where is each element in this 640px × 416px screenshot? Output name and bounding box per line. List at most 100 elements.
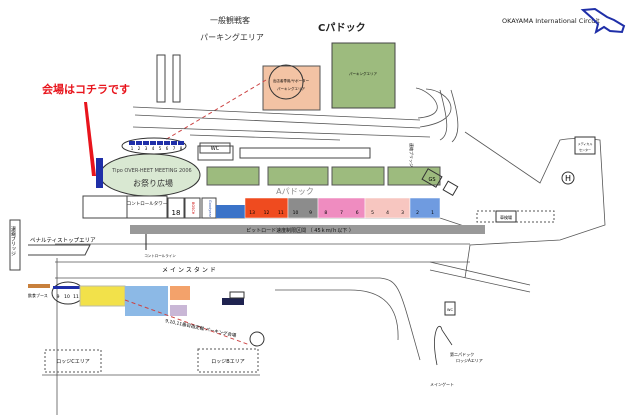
slots-bar (53, 286, 80, 289)
blue-area (125, 286, 168, 316)
parking-slot (164, 141, 170, 145)
heliport-icon (561, 171, 575, 185)
pillar (156, 54, 166, 103)
garage-number: 10 (293, 210, 299, 216)
orange-area (170, 286, 190, 300)
garage-number: 3 (401, 210, 404, 216)
dashed-route (124, 299, 251, 346)
venue-callout: 会場はコチラです (42, 82, 130, 96)
c-paddock-label: Cパドック (318, 22, 366, 34)
control-line-label: コントロールライン (144, 253, 176, 258)
garage-number: 6 (356, 210, 359, 216)
lodge-c-area[interactable] (44, 349, 102, 373)
lodge-b-area[interactable] (197, 348, 259, 373)
goodyear-label: Goodyear (208, 200, 212, 218)
parking-slot-number: 2 (138, 146, 141, 151)
escape-bridge (9, 219, 21, 271)
control-tower[interactable] (126, 195, 168, 219)
wc-label: WC (211, 146, 220, 152)
garage-block (216, 205, 245, 218)
building (442, 180, 459, 197)
garage-number: 13 (249, 210, 255, 216)
general-parking-label: 一般観戦客 (210, 15, 250, 25)
gs-label: GS (428, 177, 435, 183)
garage-number: 4 (386, 210, 389, 216)
bosch-label: BOSCH (191, 202, 195, 215)
parking-slot-number: 11 (73, 294, 79, 300)
parking-slot (178, 141, 184, 145)
event-plaza[interactable]: Tipo OVER-HEET MEETING 2006 お祭り広場 (99, 153, 201, 197)
parking-slot (157, 141, 163, 145)
event-title: Tipo OVER-HEET MEETING 2006 (111, 168, 191, 174)
orange-lot-label: 出店者専用/サポーター (273, 78, 310, 83)
parking-slot-number: 7 (173, 146, 176, 151)
parking-note: 9,10,11番目指定輪 パーキング会場 (165, 317, 238, 339)
escape-bridge-label: 退避ブリッジ (10, 225, 16, 256)
garage-number: 7 (340, 210, 343, 216)
pit-speed-limit: ピットロード速度制限区間 （ 45ｋｍ/ｈ以下 ） (246, 227, 354, 234)
booth-bar (28, 284, 50, 288)
parking-slot (150, 141, 156, 145)
green-lot-label: パーキングエリア (349, 71, 377, 76)
road (434, 325, 453, 366)
entry-bar (96, 158, 103, 188)
inspection-building (495, 210, 517, 223)
building-row (239, 147, 371, 159)
parking-slot-number: 1 (131, 146, 134, 151)
circuit-logo-icon (580, 7, 626, 35)
parking-slot-number: 9 (57, 294, 60, 300)
parking-slot (129, 141, 135, 145)
orange-lot-label-2: パーキングエリア (277, 86, 305, 91)
garage-18-label: 18 (172, 209, 181, 217)
parking-slot-number: 8 (180, 146, 183, 151)
medical-label-2: センター (579, 147, 591, 152)
wc-building (199, 142, 231, 154)
parking-slot-number: 10 (64, 294, 70, 300)
lodge-c-label: ロッジCエリア (56, 359, 90, 365)
penalty-area (28, 244, 91, 256)
orange-parking-lot[interactable]: 出店者専用/サポーター パーキングエリア (262, 64, 321, 111)
garage-number: 1 (431, 210, 434, 216)
bus-icon (222, 291, 245, 305)
control-tower-label: コントロールタワー (127, 200, 168, 207)
wc-building-2 (444, 301, 456, 316)
garage-18 (167, 197, 185, 219)
garage-number: 5 (371, 210, 374, 216)
garage-number: 8 (324, 210, 327, 216)
garage-block (409, 197, 441, 219)
roads (42, 87, 606, 415)
main-gate-label[interactable]: メインゲート (430, 381, 454, 387)
circuit-name: OKAYAMA International Circuit (502, 17, 600, 25)
lodge-a-label-2: ロッジAエリア (456, 358, 483, 363)
medical-center (574, 136, 596, 155)
penalty-area-label: ペナルティストップエリア (30, 237, 96, 244)
building (82, 195, 128, 219)
callout-pointer (84, 102, 96, 176)
a-paddock-label: Aパドック (276, 187, 314, 196)
dashed-route (164, 79, 267, 141)
parking-slot-number: 5 (159, 146, 162, 151)
parking-circle (249, 331, 265, 347)
garage-number: 12 (264, 210, 270, 216)
wc-label-2: WC (447, 308, 453, 312)
pit-road (130, 225, 485, 234)
bridge-label: 連絡ブリッジ (409, 143, 415, 167)
booth-label: 飲食ブース (28, 292, 48, 298)
green-parking-lot[interactable]: パーキングエリア (331, 42, 396, 109)
pit-buildings (206, 166, 441, 186)
building (197, 145, 234, 161)
heliport-label: H (565, 174, 571, 183)
parking-slot (143, 141, 149, 145)
main-stand-label: メインスタンド (162, 266, 218, 274)
lavender-area (170, 305, 187, 316)
inspection-label: 車検場 (500, 214, 512, 220)
parking-slot (171, 141, 177, 145)
bosch-garage (184, 197, 201, 219)
garage-number: 9 (309, 210, 312, 216)
general-parking-label-2: パーキングエリア (200, 32, 264, 42)
